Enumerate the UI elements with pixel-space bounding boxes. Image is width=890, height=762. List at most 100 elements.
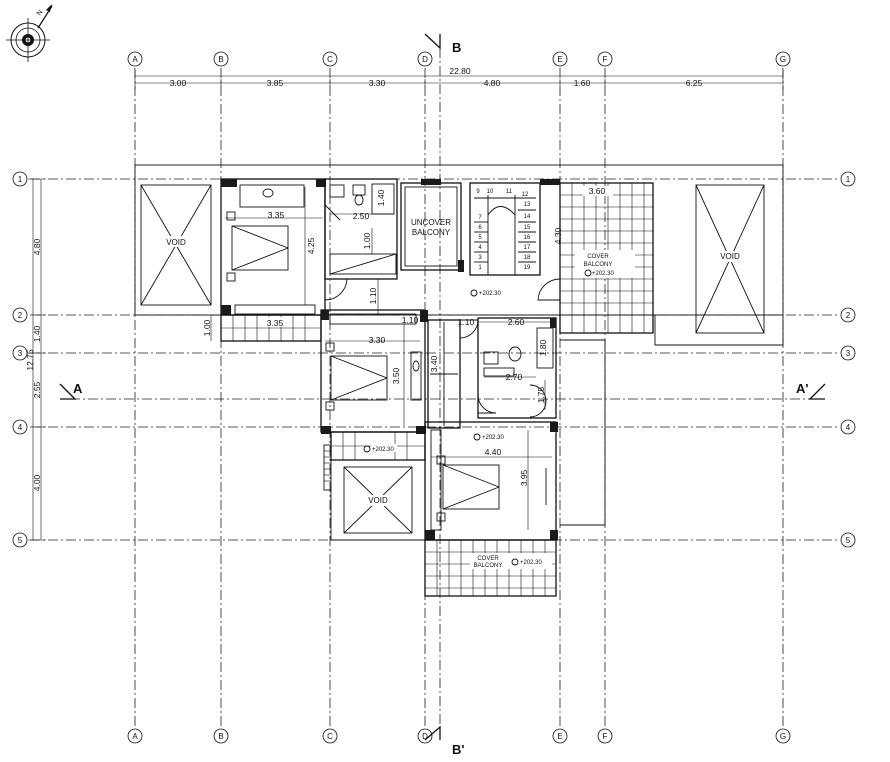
svg-text:D: D bbox=[422, 732, 428, 741]
svg-text:VOID: VOID bbox=[368, 496, 388, 505]
top-dimension-lines bbox=[134, 70, 784, 89]
gap-right: 1.10 bbox=[458, 317, 475, 327]
bath2-w2: 2.70 bbox=[506, 372, 523, 382]
west-balcony: 3.35 bbox=[210, 314, 322, 342]
svg-text:1: 1 bbox=[478, 265, 482, 271]
svg-text:9: 9 bbox=[476, 189, 480, 195]
compass-icon: N bbox=[6, 4, 53, 62]
dim-left-inner-3: 4.00 bbox=[32, 474, 42, 491]
section-marker-bottom: B' bbox=[424, 725, 464, 757]
left-dimension-lines bbox=[28, 178, 46, 541]
svg-text:B: B bbox=[218, 55, 223, 64]
svg-text:6: 6 bbox=[478, 225, 482, 231]
svg-text:4: 4 bbox=[478, 245, 482, 251]
corridor-top bbox=[324, 278, 561, 315]
grid-bubbles-top: A B C D E F G bbox=[127, 51, 791, 67]
right-slab-outline bbox=[654, 315, 784, 346]
svg-text:B: B bbox=[452, 40, 461, 55]
svg-text:19: 19 bbox=[524, 265, 531, 271]
section-marker-top: B bbox=[424, 33, 461, 55]
bath2-w: 2.60 bbox=[508, 317, 525, 327]
svg-text:7: 7 bbox=[478, 215, 482, 221]
svg-text:A: A bbox=[132, 732, 138, 741]
dim-left-outer-1: 4.80 bbox=[32, 238, 42, 255]
svg-text:11: 11 bbox=[506, 189, 513, 195]
svg-text:16: 16 bbox=[524, 235, 531, 241]
svg-text:+202.30: +202.30 bbox=[479, 291, 502, 297]
svg-text:+202.30: +202.30 bbox=[592, 271, 615, 277]
svg-text:B: B bbox=[218, 732, 223, 741]
bed1-width: 3.35 bbox=[268, 210, 285, 220]
svg-text:C: C bbox=[327, 55, 333, 64]
grid-bubbles-bottom: A B C D E F G bbox=[127, 728, 791, 744]
cover-balcony-top: COVER BALCONY +202.30 3.60 bbox=[559, 182, 654, 334]
section-marker-left: A bbox=[59, 381, 83, 400]
svg-text:4: 4 bbox=[18, 423, 23, 432]
svg-text:10: 10 bbox=[487, 189, 494, 195]
bath1-d: 1.00 bbox=[362, 232, 372, 249]
svg-text:3: 3 bbox=[18, 349, 23, 358]
svg-text:13: 13 bbox=[524, 202, 531, 208]
corridor-len: 1.10 bbox=[368, 287, 378, 304]
wardrobe-dim: 3.40 bbox=[429, 355, 439, 372]
upper-slab-outline bbox=[134, 164, 784, 316]
svg-text:BALCONY: BALCONY bbox=[584, 262, 613, 268]
svg-text:G: G bbox=[780, 55, 786, 64]
svg-text:G: G bbox=[780, 732, 786, 741]
svg-text:2: 2 bbox=[846, 311, 851, 320]
svg-text:5: 5 bbox=[478, 235, 482, 241]
bedroom-three: +202.30 bbox=[424, 421, 558, 541]
stair-depth: 4.30 bbox=[553, 227, 563, 244]
svg-text:12: 12 bbox=[522, 192, 529, 198]
dim-seg-3: 3.30 bbox=[369, 78, 386, 88]
svg-text:COVER: COVER bbox=[477, 556, 499, 562]
bathroom-one bbox=[324, 178, 398, 280]
bed2-depth: 3.50 bbox=[391, 367, 401, 384]
corridor-level: +202.30 bbox=[470, 289, 502, 297]
bed1-depth: 4.25 bbox=[306, 237, 316, 254]
dim-left-inner-2: 2.55 bbox=[32, 381, 42, 398]
svg-text:5: 5 bbox=[846, 536, 851, 545]
dim-left-outer-2: 12.75 bbox=[25, 349, 35, 371]
grid-bubbles-left: 1 2 3 4 5 bbox=[12, 171, 28, 548]
svg-text:5: 5 bbox=[18, 536, 23, 545]
svg-text:A: A bbox=[132, 55, 138, 64]
southwest-balcony: +202.30 bbox=[323, 431, 426, 541]
staircase: 9 10 11 12 13 14 15 16 17 18 19 7 6 5 4 … bbox=[469, 179, 560, 276]
wardrobe bbox=[427, 319, 461, 429]
right-parapet bbox=[560, 339, 606, 526]
bedroom-two bbox=[320, 309, 428, 434]
svg-text:14: 14 bbox=[524, 214, 531, 220]
svg-text:+202.30: +202.30 bbox=[372, 447, 395, 453]
svg-text:A': A' bbox=[796, 381, 808, 396]
svg-text:2: 2 bbox=[18, 311, 23, 320]
void-left: VOID bbox=[140, 184, 212, 306]
section-marker-right: A' bbox=[796, 381, 826, 400]
svg-text:BALCONY: BALCONY bbox=[474, 563, 503, 569]
svg-text:VOID: VOID bbox=[720, 252, 740, 261]
uncover-balcony: UNCOVER BALCONY bbox=[400, 179, 464, 272]
svg-text:3.35: 3.35 bbox=[267, 318, 284, 328]
svg-text:17: 17 bbox=[524, 245, 531, 251]
void-right: VOID bbox=[695, 184, 765, 334]
gap-left: 1.10 bbox=[402, 315, 419, 325]
dim-seg-6: 6.25 bbox=[686, 78, 703, 88]
bathroom-two bbox=[477, 317, 557, 419]
svg-text:C: C bbox=[327, 732, 333, 741]
svg-text:18: 18 bbox=[524, 255, 531, 261]
svg-text:1: 1 bbox=[846, 175, 851, 184]
balcony-depth: 1.00 bbox=[202, 319, 212, 336]
svg-text:+202.30: +202.30 bbox=[482, 435, 505, 441]
svg-text:F: F bbox=[603, 732, 608, 741]
bed2-width: 3.30 bbox=[369, 335, 386, 345]
dim-seg-4: 4.80 bbox=[484, 78, 501, 88]
svg-text:3.60: 3.60 bbox=[589, 186, 606, 196]
svg-text:3: 3 bbox=[478, 255, 482, 261]
bath1-h: 1.40 bbox=[376, 189, 386, 206]
svg-text:F: F bbox=[603, 55, 608, 64]
void-bottom: VOID bbox=[343, 466, 413, 534]
svg-text:BALCONY: BALCONY bbox=[412, 228, 451, 237]
svg-text:N: N bbox=[36, 9, 45, 17]
dim-total: 22.80 bbox=[449, 66, 471, 76]
